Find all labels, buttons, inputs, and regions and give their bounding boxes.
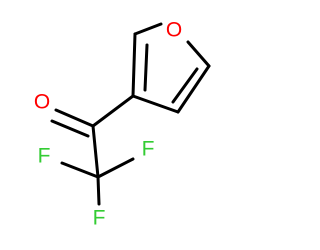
bond-carbonyl-o-b [50,119,90,138]
fluorine-label-right: F [142,138,155,161]
bond-cf3-f-bottom [96,175,101,206]
bond-cf3-f-right [96,157,135,179]
furan-ring [131,22,211,114]
side-chain [50,94,135,206]
bond-c3-carbonyl [91,94,135,128]
bond-c5-c4 [176,64,211,114]
bond-c2-o1 [133,22,163,36]
fluorine-label-left: F [38,145,51,168]
fluorine-label-bottom: F [93,207,106,230]
bond-c2-c3-inner [143,43,149,92]
bond-c2-c3 [131,32,137,98]
bond-cf3-f-left [60,161,100,179]
carbonyl-oxygen-label: O [34,91,50,114]
ring-oxygen-label: O [166,19,182,42]
structure-diagram: O O F F F [34,19,211,230]
bond-c4-c3 [131,94,180,114]
bond-c5-c4-inner [171,67,199,104]
bond-o1-c5 [186,40,211,68]
bond-carbonyl-o-a [54,108,95,128]
bond-carbonyl-cf3 [91,124,100,179]
molecule-canvas: O O F F F [33,18,211,230]
